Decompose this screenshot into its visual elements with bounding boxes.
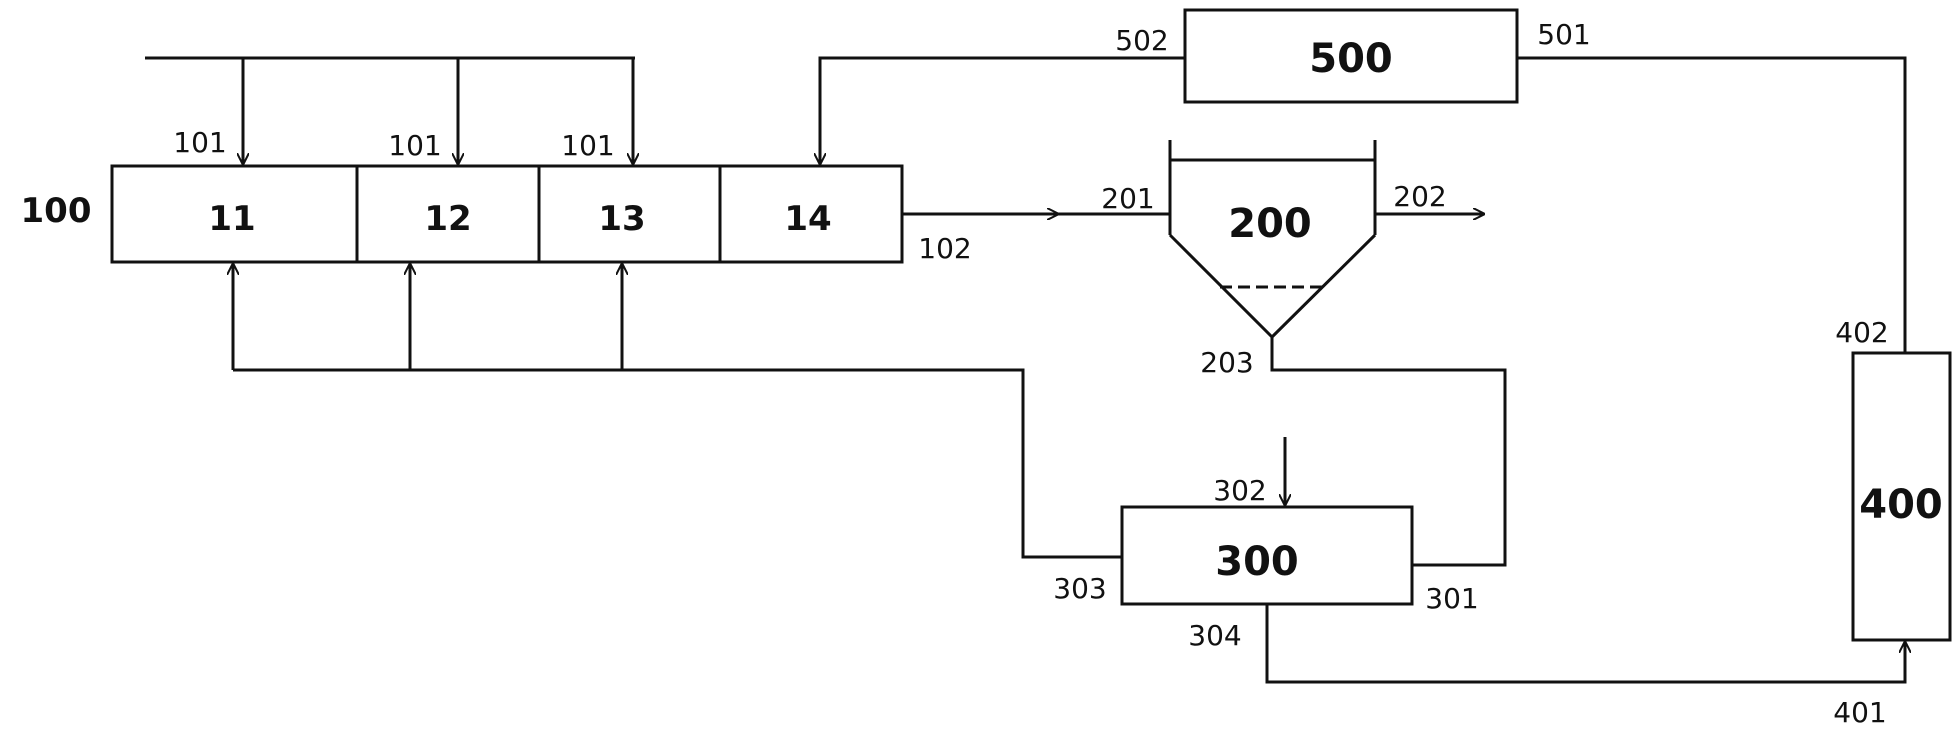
stream-303-recycle bbox=[233, 264, 1122, 559]
stream-303-label: 303 bbox=[1053, 572, 1106, 605]
feed-header-101: 101 101 101 bbox=[145, 56, 635, 164]
stream-102-label: 102 bbox=[918, 232, 971, 265]
unit-500-box bbox=[1183, 8, 1519, 104]
stream-402-to-501-line bbox=[1517, 56, 1907, 353]
stream-401-label: 401 bbox=[1833, 696, 1886, 729]
stream-301-label: 301 bbox=[1425, 582, 1478, 615]
stream-304-to-401-line bbox=[1265, 604, 1905, 684]
unit-300: 300 302 303 301 304 bbox=[1053, 437, 1479, 652]
unit-300-box bbox=[1120, 505, 1414, 606]
unit-100-outline bbox=[110, 164, 904, 264]
unit-100-label: 100 bbox=[21, 191, 92, 231]
stream-201-label: 201 bbox=[1101, 182, 1154, 215]
stream-502-label: 502 bbox=[1115, 24, 1168, 57]
unit-400-box bbox=[1851, 351, 1952, 642]
unit-400: 400 402 401 bbox=[1833, 316, 1952, 729]
stream-501-label: 501 bbox=[1537, 18, 1590, 51]
unit-500-label: 500 bbox=[1309, 36, 1393, 82]
unit-400-label: 400 bbox=[1859, 482, 1943, 528]
unit-200-label: 200 bbox=[1228, 201, 1312, 247]
stream-203-label: 203 bbox=[1200, 346, 1253, 379]
unit-12-label: 12 bbox=[424, 199, 471, 239]
stream-402-label: 402 bbox=[1835, 316, 1888, 349]
stream-101-label-a: 101 bbox=[173, 126, 226, 159]
stream-502-to-14-line bbox=[820, 56, 1185, 164]
unit-13-label: 13 bbox=[598, 199, 645, 239]
stream-202-label: 202 bbox=[1393, 180, 1446, 213]
stream-303-recycle-line bbox=[233, 368, 1122, 559]
unit-11-label: 11 bbox=[208, 199, 255, 239]
unit-200-settler: 200 201 202 203 bbox=[1101, 140, 1447, 379]
unit-100-reactor-train: 11 12 13 14 100 bbox=[21, 164, 904, 264]
settler-cone-right bbox=[1270, 233, 1377, 339]
stream-101-label-b: 101 bbox=[388, 129, 441, 162]
unit-500: 500 501 502 bbox=[1115, 8, 1591, 104]
stream-302-label: 302 bbox=[1213, 474, 1266, 507]
stream-304-label: 304 bbox=[1188, 619, 1241, 652]
stream-101-label-c: 101 bbox=[561, 129, 614, 162]
stream-203-to-301-line bbox=[1270, 337, 1507, 567]
unit-14-label: 14 bbox=[784, 199, 831, 239]
unit-300-label: 300 bbox=[1215, 539, 1299, 585]
